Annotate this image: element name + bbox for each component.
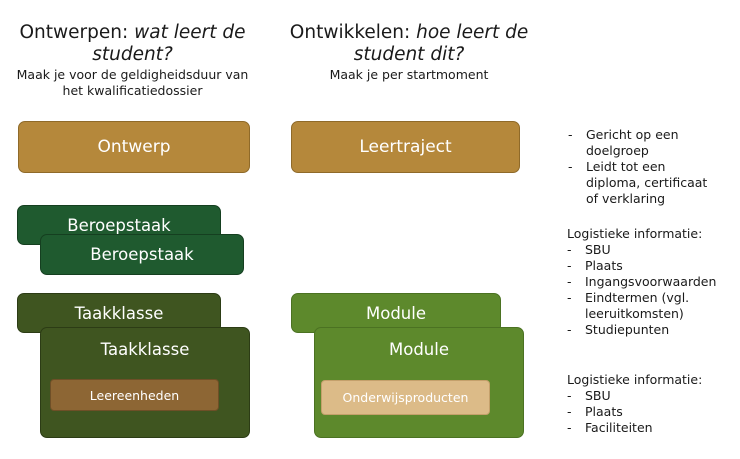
- onderwijsproducten-label: Onderwijsproducten: [342, 390, 469, 405]
- side-mid-item-plaats: Plaats: [567, 258, 739, 274]
- right-heading-italic-2: student dit?: [353, 44, 465, 65]
- module-front-label: Module: [389, 340, 449, 359]
- leereenheden-box: Leereenheden: [50, 379, 219, 411]
- side-notes-bottom: Logistieke informatie: SBU Plaats Facili…: [567, 372, 739, 436]
- side-top-item-1: Gericht op een doelgroep: [568, 127, 738, 159]
- side-top-item-2: Leidt tot een diploma, certificaat of ve…: [568, 159, 738, 207]
- module-back-label: Module: [366, 303, 426, 323]
- left-sub-line-2: het kwalificatiedossier: [62, 83, 203, 98]
- ontwerp-box: Ontwerp: [18, 121, 250, 173]
- side-bottom-title: Logistieke informatie:: [567, 372, 703, 387]
- ontwerp-label: Ontwerp: [97, 137, 171, 157]
- right-heading: Ontwikkelen: hoe leert de student dit?: [278, 22, 540, 66]
- left-heading: Ontwerpen: wat leert de student?: [0, 22, 265, 66]
- left-subheading: Maak je voor de geldigheidsduur van het …: [0, 67, 265, 99]
- side-bottom-item-faciliteiten: Faciliteiten: [567, 420, 739, 436]
- beroepstaak-front-label: Beroepstaak: [90, 245, 194, 264]
- side-notes-top: Gericht op een doelgroep Leidt tot een d…: [568, 127, 738, 207]
- leereenheden-label: Leereenheden: [89, 387, 180, 403]
- onderwijsproducten-box: Onderwijsproducten: [321, 380, 490, 415]
- side-notes-mid: Logistieke informatie: SBU Plaats Ingang…: [567, 226, 739, 338]
- side-mid-item-sbu: SBU: [567, 242, 739, 258]
- leertraject-box: Leertraject: [291, 121, 520, 173]
- side-mid-item-studiepunten: Studiepunten: [567, 322, 739, 338]
- side-mid-title: Logistieke informatie:: [567, 226, 703, 241]
- beroepstaak-front-box: Beroepstaak: [40, 234, 244, 275]
- beroepstaak-back-label: Beroepstaak: [67, 215, 171, 235]
- left-heading-italic-2: student?: [92, 44, 173, 65]
- side-mid-item-ingangsvoorwaarden: Ingangsvoorwaarden: [567, 274, 739, 290]
- leertraject-label: Leertraject: [359, 137, 452, 157]
- left-heading-italic-1: wat leert de: [134, 22, 246, 43]
- taakklasse-back-label: Taakklasse: [74, 303, 164, 323]
- side-bottom-item-sbu: SBU: [567, 388, 739, 404]
- right-heading-italic-1: hoe leert de: [416, 22, 529, 43]
- right-sub-line-1: Maak je per startmoment: [329, 67, 489, 82]
- right-heading-plain: Ontwikkelen:: [289, 22, 417, 43]
- left-heading-plain: Ontwerpen:: [19, 22, 135, 43]
- side-bottom-item-plaats: Plaats: [567, 404, 739, 420]
- right-subheading: Maak je per startmoment: [278, 67, 540, 83]
- side-mid-item-eindtermen: Eindtermen (vgl. leeruitkomsten): [567, 290, 739, 322]
- taakklasse-front-label: Taakklasse: [100, 340, 190, 359]
- left-sub-line-1: Maak je voor de geldigheidsduur van: [16, 67, 249, 82]
